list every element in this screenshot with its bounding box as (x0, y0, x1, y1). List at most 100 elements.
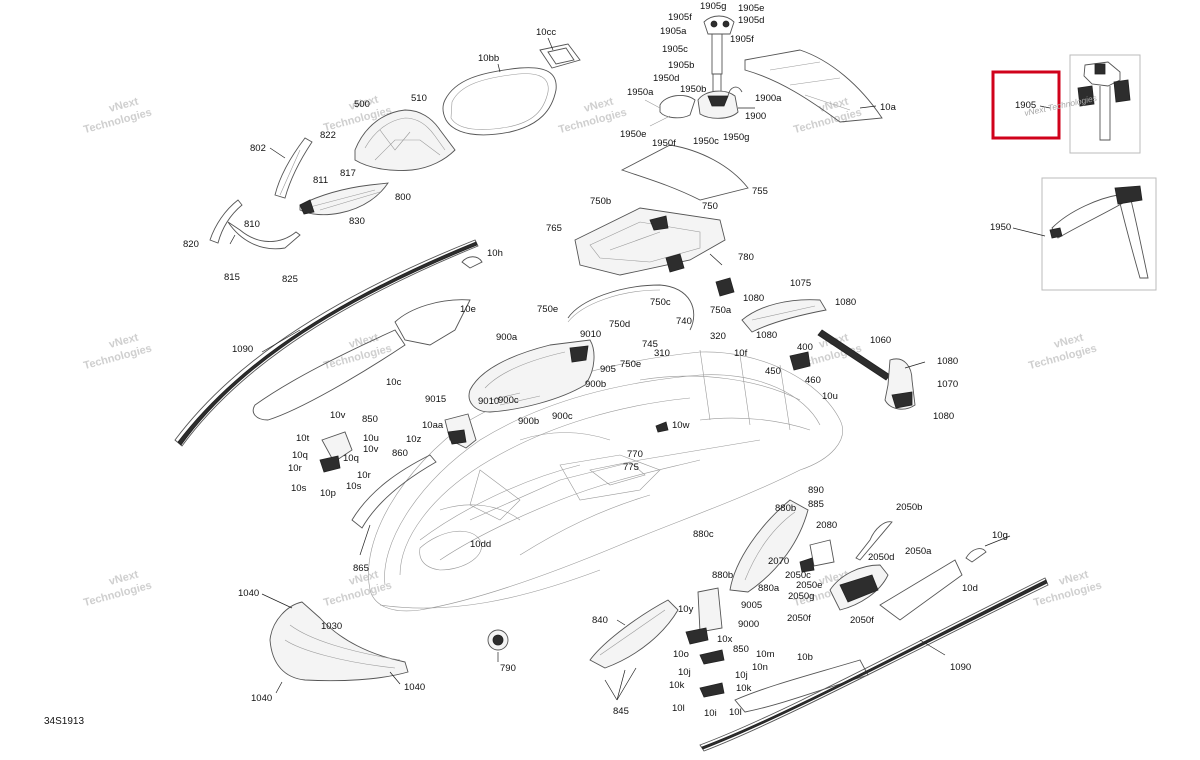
label-10l: 10l (672, 703, 685, 714)
label-1040: 1040 (404, 682, 425, 693)
part-10a-decal (744, 49, 883, 123)
label-10z: 10z (406, 434, 422, 445)
label-900b: 900b (518, 416, 539, 427)
label-750e: 750e (537, 304, 558, 315)
label-905: 905 (600, 364, 616, 375)
label-845: 845 (613, 706, 629, 717)
label-2070: 2070 (768, 556, 789, 567)
label-1060: 1060 (870, 335, 891, 346)
part-1030-bow (269, 601, 409, 682)
label-10b: 10b (797, 652, 813, 663)
label-900c: 900c (498, 395, 519, 406)
label-10s: 10s (291, 483, 307, 494)
label-1950g: 1950g (723, 132, 749, 143)
label-10v: 10v (330, 410, 346, 421)
label-880b: 880b (712, 570, 733, 581)
label-2050b: 2050b (896, 502, 922, 513)
label-1950c: 1950c (693, 136, 719, 147)
label-1950a: 1950a (627, 87, 654, 98)
label-10c: 10c (386, 377, 402, 388)
label-10e: 10e (460, 304, 476, 315)
label-10n: 10n (752, 662, 768, 673)
part-10e-decal (394, 299, 471, 346)
label-1090: 1090 (232, 344, 253, 355)
label-1905f: 1905f (730, 34, 754, 45)
label-9000: 9000 (738, 619, 759, 630)
label-2050g: 2050g (788, 591, 814, 602)
label-1950f: 1950f (652, 138, 676, 149)
label-770: 770 (627, 449, 643, 460)
label-1070: 1070 (937, 379, 958, 390)
part-labels: 1905g 1905e 1905f 1905d 1905a 1905f 1905… (183, 1, 1036, 719)
part-840-panel (589, 599, 679, 669)
part-750c-cable (567, 284, 695, 331)
label-10o: 10o (673, 649, 689, 660)
label-10dd: 10dd (470, 539, 491, 550)
label-840: 840 (592, 615, 608, 626)
part-1950-steering-arms (644, 94, 696, 127)
label-880b: 880b (775, 503, 796, 514)
label-10y: 10y (678, 604, 694, 615)
label-1900: 1900 (745, 111, 766, 122)
label-755: 755 (752, 186, 768, 197)
label-10u: 10u (822, 391, 838, 402)
label-750c: 750c (650, 297, 671, 308)
label-450: 450 (765, 366, 781, 377)
label-10a: 10a (880, 102, 897, 113)
label-400: 400 (797, 342, 813, 353)
part-2050b-bar (855, 521, 893, 561)
label-2050a: 2050a (905, 546, 932, 557)
part-10d-decal (879, 559, 963, 621)
label-830: 830 (349, 216, 365, 227)
label-10w: 10w (672, 420, 690, 431)
part-850-bracket (319, 431, 353, 473)
label-865: 865 (353, 563, 369, 574)
label-9010: 9010 (580, 329, 601, 340)
label-900a: 900a (496, 332, 518, 343)
diagram-reference-code: 34S1913 (44, 716, 85, 727)
part-815-rail (227, 221, 301, 250)
label-822: 822 (320, 130, 336, 141)
inset-1950 (1041, 177, 1157, 291)
label-745: 745 (642, 339, 658, 350)
label-460: 460 (805, 375, 821, 386)
part-802-frame (274, 137, 313, 199)
label-10bb: 10bb (478, 53, 499, 64)
label-10r: 10r (357, 470, 371, 481)
label-10i: 10i (704, 708, 717, 719)
part-1075-panel (741, 299, 827, 333)
label-790: 790 (500, 663, 516, 674)
label-2050f: 2050f (787, 613, 811, 624)
label-860: 860 (392, 448, 408, 459)
label-1905d: 1905d (738, 15, 764, 26)
part-755-mat (620, 144, 749, 201)
label-1030: 1030 (321, 621, 342, 632)
label-750: 750 (702, 201, 718, 212)
label-10s: 10s (346, 481, 362, 492)
label-1080: 1080 (743, 293, 764, 304)
part-800-grille (299, 182, 389, 216)
label-817: 817 (340, 168, 356, 179)
label-10h: 10h (487, 248, 503, 259)
label-510: 510 (411, 93, 427, 104)
label-10l: 10l (729, 707, 742, 718)
label-750d: 750d (609, 319, 630, 330)
part-500-front-cover (354, 109, 456, 171)
label-750a: 750a (710, 305, 732, 316)
label-10q: 10q (343, 453, 359, 464)
label-10r: 10r (288, 463, 302, 474)
label-1905c: 1905c (662, 44, 688, 55)
label-811: 811 (313, 175, 328, 186)
label-1080: 1080 (756, 330, 777, 341)
label-1905g: 1905g (700, 1, 726, 12)
label-775: 775 (623, 462, 639, 473)
part-10c-decal (252, 329, 406, 421)
label-10d: 10d (962, 583, 978, 594)
label-1090: 1090 (950, 662, 971, 673)
part-2070-bolt (799, 557, 815, 573)
label-880c: 880c (693, 529, 714, 540)
